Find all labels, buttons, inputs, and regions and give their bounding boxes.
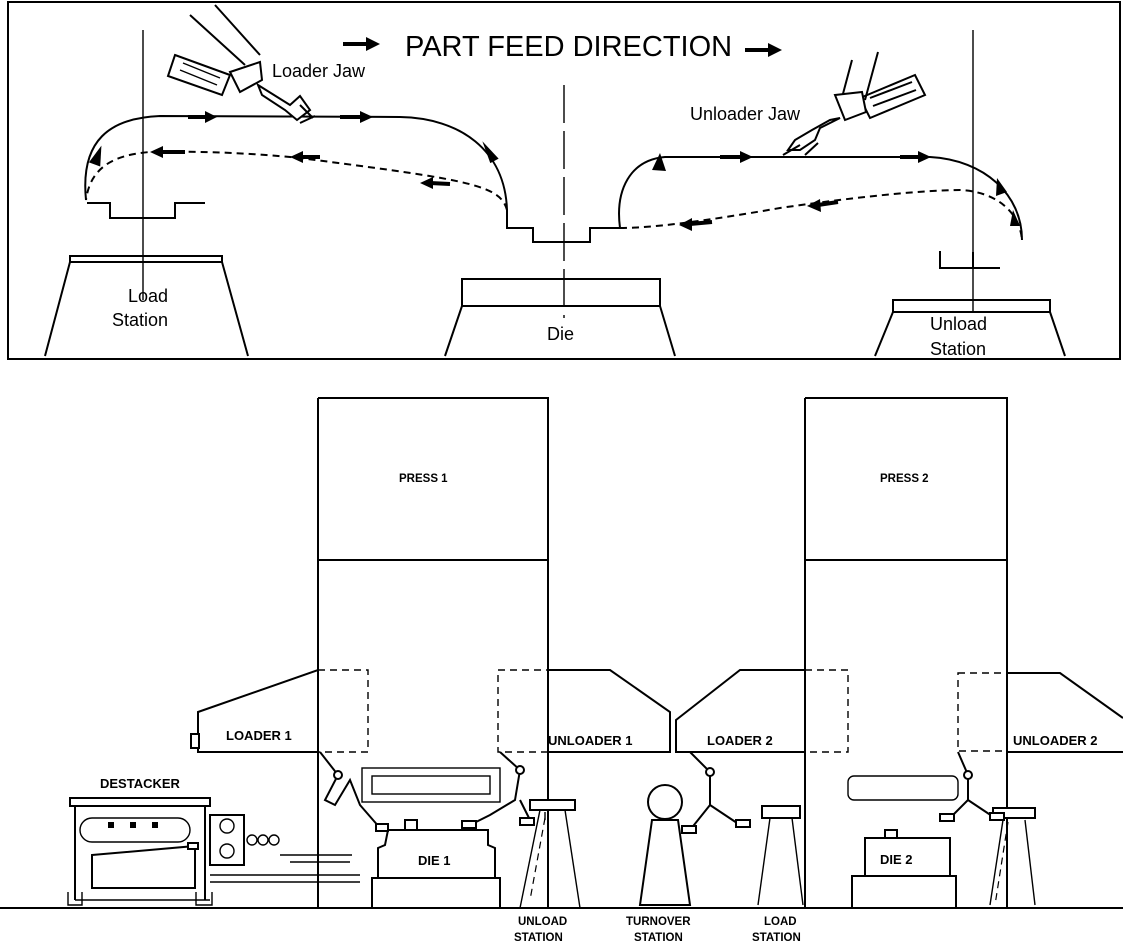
press-1-label: PRESS 1 — [399, 473, 448, 485]
path-arrow-icons — [88, 111, 1020, 231]
unload-station-label-2: STATION — [514, 932, 563, 944]
load-station: Load Station — [44, 202, 249, 357]
turnover-station-label-1: TURNOVER — [626, 916, 691, 928]
feed-arrow-left-icon — [343, 37, 380, 51]
unloader-1: UNLOADER 1 — [497, 669, 671, 753]
press-1: PRESS 1 — [317, 397, 549, 908]
die-part — [506, 210, 620, 243]
unloader-1-label: UNLOADER 1 — [548, 733, 633, 748]
unloader-1-arm-icon — [461, 751, 535, 829]
die-label: Die — [547, 324, 574, 344]
load-station-label-1: LOAD — [764, 916, 797, 928]
load-station-label-2: Station — [112, 310, 168, 330]
load-station-label-1: Load — [128, 286, 168, 306]
load-station-2 — [757, 805, 804, 906]
die-2-label: DIE 2 — [880, 852, 913, 867]
unloader-forward-path — [618, 156, 1023, 241]
loader-2-label: LOADER 2 — [707, 733, 773, 748]
unloader-2-label: UNLOADER 2 — [1013, 733, 1098, 748]
top-panel-frame — [7, 1, 1121, 360]
unload-station-label-1: UNLOAD — [518, 916, 567, 928]
die-2: DIE 2 — [847, 775, 959, 909]
top-panel: PART FEED DIRECTION Load Station Die — [7, 1, 1121, 360]
loader-1: LOADER 1 — [190, 668, 369, 753]
unloader-2-arm-icon — [939, 751, 1005, 822]
load-station-part — [87, 202, 205, 219]
unload-station-label-1: Unload — [930, 314, 987, 334]
loader-1-label: LOADER 1 — [226, 728, 292, 743]
die-1: DIE 1 — [361, 767, 501, 909]
loader-1-arm-icon — [319, 751, 389, 832]
load-station-label-2: STATION — [752, 932, 801, 944]
part-feed-direction-title: PART FEED DIRECTION — [405, 31, 732, 63]
bottom-panel: PRESS 1 PRESS 2 LOADER 1 UNLOADER 1 LOAD… — [0, 397, 1123, 944]
press-2-label: PRESS 2 — [880, 473, 929, 485]
feed-arrow-right-icon — [745, 43, 782, 57]
loader-return-path — [85, 150, 508, 211]
unloader-return-path — [619, 188, 1023, 241]
loader-jaw-label: Loader Jaw — [272, 61, 366, 81]
destacker: DESTACKER — [67, 776, 360, 906]
destacker-label: DESTACKER — [100, 776, 181, 791]
unload-station-part — [939, 251, 1000, 269]
press-2: PRESS 2 — [804, 397, 1008, 908]
turnover-station-label-2: STATION — [634, 932, 683, 944]
unload-station-1 — [519, 799, 581, 909]
die: Die — [444, 210, 676, 357]
unloader-jaw-label: Unloader Jaw — [690, 104, 801, 124]
unload-station-2 — [989, 807, 1036, 906]
unloader-jaw-icon — [782, 51, 927, 156]
loader-jaw-icon — [166, 4, 316, 124]
loader-2: LOADER 2 — [675, 669, 849, 753]
die-1-label: DIE 1 — [418, 853, 451, 868]
unload-station: Unload Station — [874, 251, 1066, 359]
loader-forward-path — [84, 114, 508, 211]
unloader-2: UNLOADER 2 — [957, 672, 1123, 753]
turnover-station — [638, 784, 692, 906]
loader-2-arm-icon — [681, 751, 751, 834]
unload-station-label-2: Station — [930, 339, 986, 359]
